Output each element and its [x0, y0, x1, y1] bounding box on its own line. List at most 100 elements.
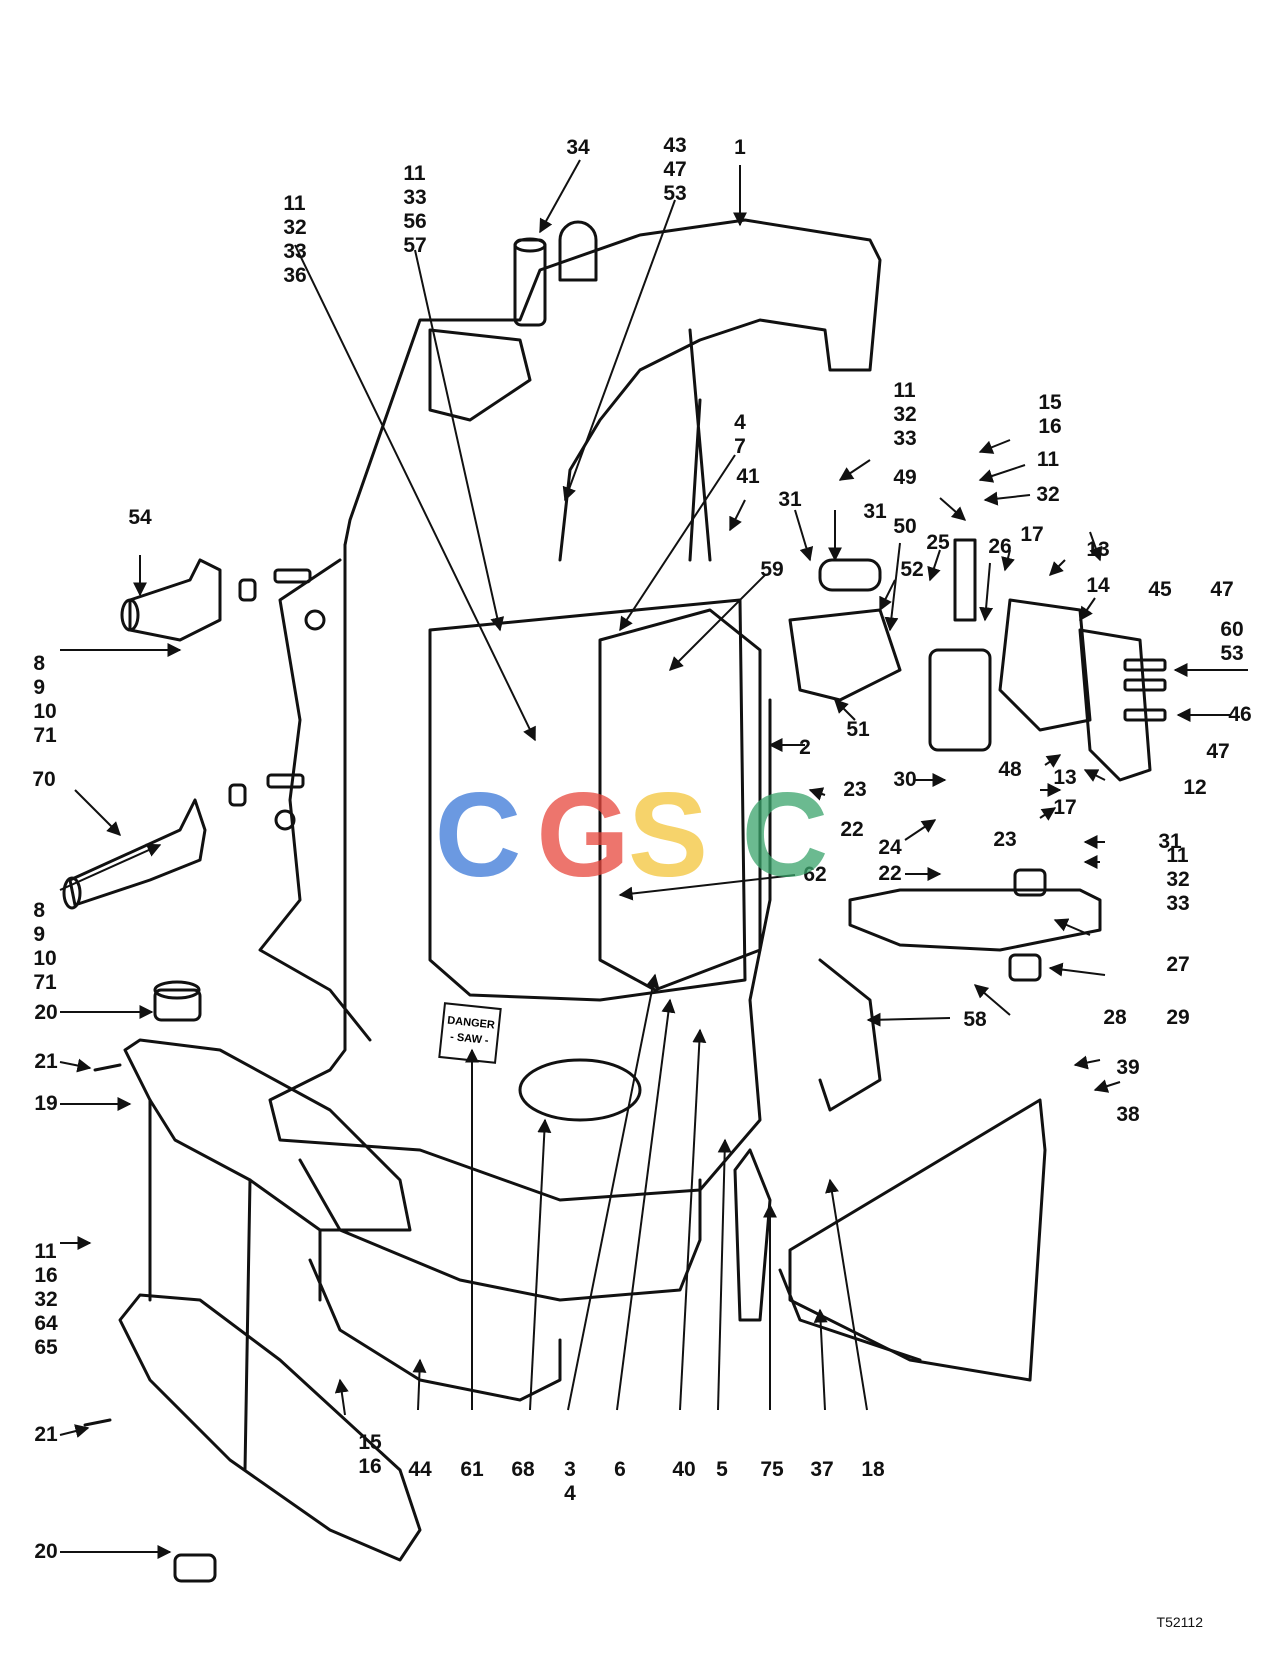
callout-c16: 50 [893, 515, 916, 539]
callout-c38: 23 [993, 828, 1016, 852]
callout-c27: 47 [1206, 740, 1229, 764]
callout-number: 4 [564, 1482, 576, 1505]
callout-number: 23 [843, 778, 867, 801]
callout-c26: 46 [1228, 703, 1251, 727]
callout-number: 16 [34, 1264, 58, 1287]
callout-number: 32 [1036, 483, 1060, 506]
callout-number: 32 [34, 1288, 58, 1311]
callout-c43: 27 [1166, 953, 1189, 977]
callout-c46: 58 [963, 1008, 986, 1032]
top-frame [343, 218, 882, 562]
callout-number: 38 [1116, 1103, 1140, 1126]
callout-number: 23 [993, 828, 1017, 851]
callout-number: 17 [1053, 796, 1077, 819]
callout-c53: 20 [34, 1001, 57, 1025]
callout-number: 11 [1166, 844, 1189, 867]
callout-number: 9 [33, 676, 46, 699]
callout-c67: 75 [760, 1458, 783, 1482]
callout-number: 4 [734, 411, 746, 434]
callout-number: 33 [1166, 892, 1190, 915]
callout-number: 2 [799, 736, 811, 759]
side-plate [258, 558, 372, 1042]
callout-number: 32 [1166, 868, 1190, 891]
callout-number: 24 [878, 836, 902, 859]
callout-number: 13 [1053, 766, 1077, 789]
callout-c18: 26 [988, 535, 1011, 559]
callout-number: 8 [33, 652, 46, 675]
callout-number: 44 [408, 1458, 432, 1481]
callout-number: 31 [863, 500, 887, 523]
callout-c3: 34 [566, 136, 589, 160]
callout-number: 45 [1148, 578, 1172, 601]
watermark-letter: S [627, 768, 709, 902]
callout-c34: 30 [893, 768, 916, 792]
callout-c30: 13 [1053, 766, 1076, 790]
callout-c29: 48 [998, 758, 1021, 782]
callout-number: 40 [672, 1458, 696, 1481]
callout-number: 16 [358, 1455, 382, 1478]
callout-number: 50 [893, 515, 917, 538]
callout-c31: 17 [1053, 796, 1076, 820]
callout-number: 31 [1158, 830, 1182, 853]
callout-c19: 17 [1020, 523, 1043, 547]
callout-c40: 31 [1158, 830, 1181, 854]
callout-number: 29 [1166, 1006, 1190, 1029]
callout-number: 5 [716, 1458, 728, 1481]
callout-number: 54 [128, 506, 152, 529]
callout-number: 32 [893, 403, 917, 426]
callout-number: 52 [900, 558, 924, 581]
callout-number: 71 [33, 971, 57, 994]
callout-c28: 12 [1183, 776, 1206, 800]
callout-number: 8 [33, 899, 46, 922]
callout-number: 59 [760, 558, 784, 581]
callout-c14: 31 [778, 488, 801, 512]
callout-c5: 1 [734, 136, 746, 160]
callout-number: 20 [34, 1001, 58, 1024]
callout-number: 28 [1103, 1006, 1127, 1029]
main-column [268, 543, 772, 1202]
callout-number: 70 [32, 768, 56, 791]
callout-c66: 5 [716, 1458, 728, 1482]
callout-number: 58 [963, 1008, 987, 1031]
callout-c35: 23 [843, 778, 866, 802]
callout-c33: 51 [846, 718, 869, 742]
callout-number: 49 [893, 466, 917, 489]
callout-number: 51 [846, 718, 870, 741]
callout-number: 11 [893, 379, 916, 402]
callout-number: 37 [810, 1458, 834, 1481]
callout-number: 21 [34, 1050, 58, 1073]
callout-number: 13 [1086, 538, 1110, 561]
callout-c39: 22 [878, 862, 901, 886]
callout-c12: 49 [893, 466, 916, 490]
callout-c49: 54 [128, 506, 151, 530]
callout-number: 11 [283, 192, 306, 215]
danger-saw-sign: DANGER - SAW - [438, 1002, 502, 1064]
callout-number: 27 [1166, 953, 1190, 976]
callout-c42: 62 [803, 863, 826, 887]
callout-c21: 52 [900, 558, 923, 582]
watermark-letter: C [434, 768, 522, 902]
callout-number: 7 [734, 435, 746, 458]
saw-guard [788, 1098, 1047, 1382]
callout-number: 20 [34, 1540, 58, 1563]
callout-number: 48 [998, 758, 1022, 781]
callout-number: 43 [663, 134, 687, 157]
callout-number: 75 [760, 1458, 784, 1481]
callout-number: 19 [34, 1092, 58, 1115]
callout-number: 34 [566, 136, 590, 159]
pad-arm [848, 888, 1102, 952]
callout-number: 33 [893, 427, 917, 450]
callout-number: 22 [878, 862, 902, 885]
callout-c47: 39 [1116, 1056, 1139, 1080]
callout-c62: 68 [511, 1458, 534, 1482]
callout-number: 47 [1206, 740, 1230, 763]
callout-number: 33 [403, 186, 427, 209]
callout-number: 71 [33, 724, 57, 747]
callout-c36: 22 [840, 818, 863, 842]
callout-c60: 44 [408, 1458, 431, 1482]
